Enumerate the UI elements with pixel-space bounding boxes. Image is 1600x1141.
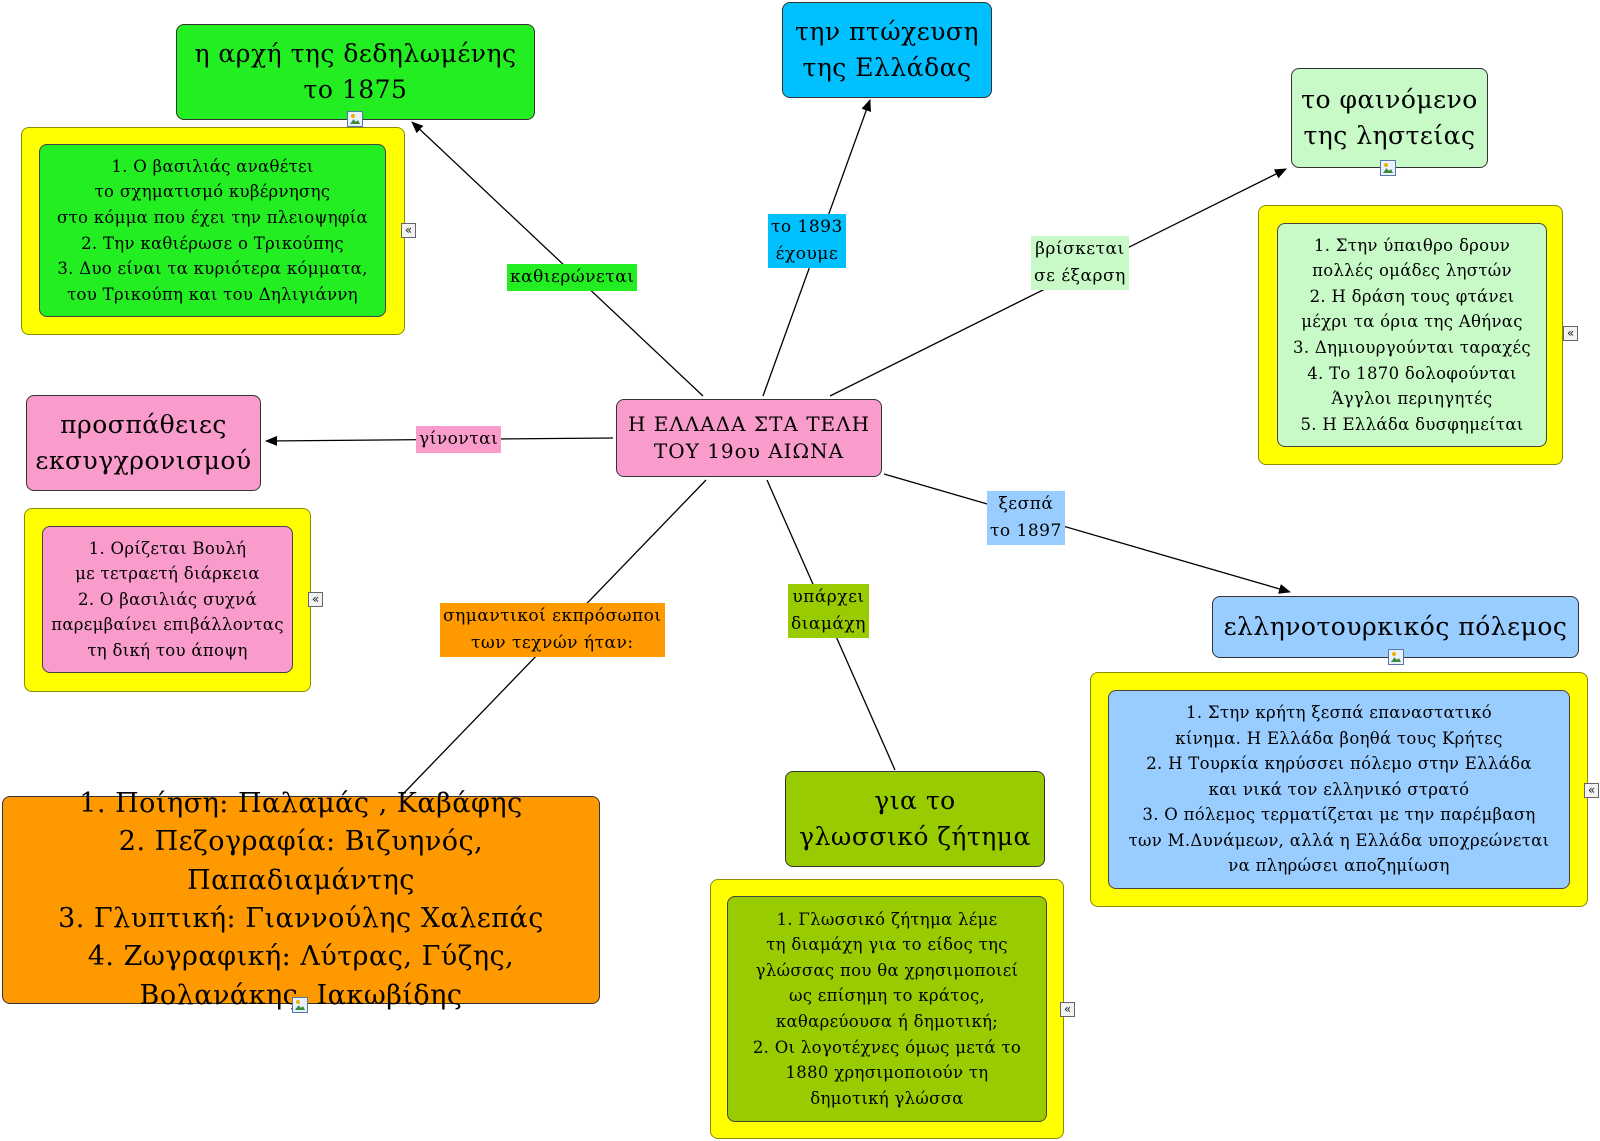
image-icon[interactable] [347, 111, 363, 127]
central-topic[interactable]: Η ΕΛΛΑΔΑ ΣΤΑ ΤΕΛΗ ΤΟΥ 19ου ΑΙΩΝΑ [616, 399, 882, 477]
topic-texnes[interactable]: 1. Ποίηση: Παλαμάς , Καβάφης 2. Πεζογραφ… [2, 788, 600, 1011]
link-label-kathierwnetai: καθιερώνεται [507, 264, 638, 292]
details-1875[interactable]: 1. Ο βασιλιάς αναθέτει το σχηματισμό κυβ… [39, 144, 386, 317]
topic-ptoxeusi[interactable]: την πτώχευση της Ελλάδας [782, 2, 992, 98]
link-1875 [411, 121, 704, 397]
collapse-icon[interactable]: « [401, 223, 416, 238]
details-listeia[interactable]: 1. Στην ύπαιθρο δρουν πολλές ομάδες ληστ… [1277, 223, 1547, 447]
topic-polemos[interactable]: ελληνοτουρκικός πόλεμος [1212, 596, 1579, 658]
link-label-1897: ξεσπά το 1897 [987, 491, 1065, 546]
image-icon[interactable] [1388, 649, 1404, 665]
topic-glossiko[interactable]: για το γλωσσικό ζήτημα [785, 771, 1045, 867]
link-label-diamaxi: υπάρχει διαμάχη [788, 584, 869, 639]
collapse-icon[interactable]: « [308, 592, 323, 607]
collapse-icon[interactable]: « [1060, 1002, 1075, 1017]
topic-listeia[interactable]: το φαινόμενο της ληστείας [1291, 68, 1488, 168]
details-glossiko[interactable]: 1. Γλωσσικό ζήτημα λέμε τη διαμάχη για τ… [727, 896, 1047, 1122]
topic-prospatheies[interactable]: προσπάθειες εκσυγχρονισμού [26, 395, 261, 491]
image-icon[interactable] [1380, 160, 1396, 176]
link-label-ekprosopoi: σημαντικοί εκπρόσωποι των τεχνών ήταν: [440, 603, 665, 658]
details-polemos[interactable]: 1. Στην κρήτη ξεσπά επαναστατικό κίνημα.… [1108, 690, 1570, 889]
link-label-exarsi: βρίσκεται σε έξαρση [1031, 236, 1129, 291]
link-label-ginontai: γίνονται [416, 426, 502, 454]
link-label-1893: το 1893 έχουμε [768, 214, 846, 269]
topic-dedilomeni-1875[interactable]: η αρχή της δεδηλωμένης το 1875 [176, 24, 535, 120]
collapse-icon[interactable]: « [1563, 326, 1578, 341]
link-polemos [883, 473, 1291, 594]
details-prospatheies[interactable]: 1. Ορίζεται Βουλή με τετραετή διάρκεια 2… [42, 526, 293, 673]
image-icon[interactable] [292, 997, 308, 1013]
collapse-icon[interactable]: « [1584, 783, 1599, 798]
